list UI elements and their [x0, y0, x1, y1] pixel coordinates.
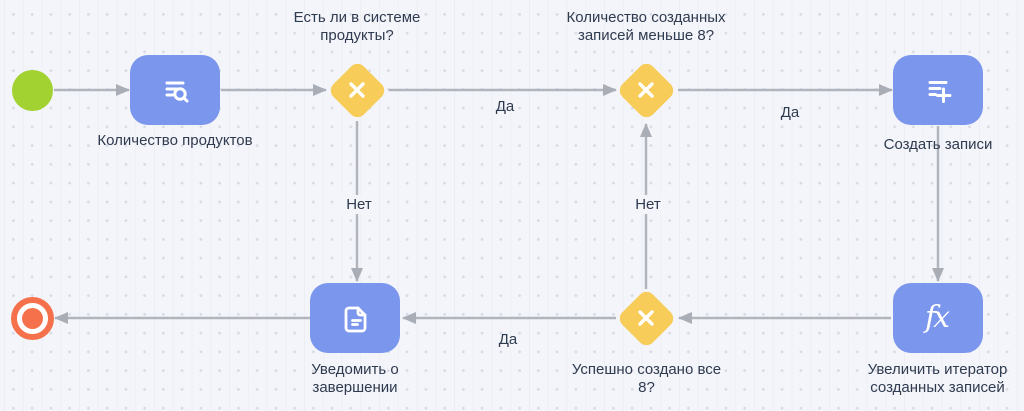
node-label-count-products: Количество продуктов	[97, 132, 253, 149]
edge-label-yes-1: Да	[495, 98, 515, 115]
task-node-notify-finish[interactable]	[310, 283, 400, 353]
edge-label-no-2: Нет	[630, 195, 666, 214]
end-event-core	[21, 307, 43, 329]
x-icon	[638, 82, 654, 98]
x-icon	[349, 82, 365, 98]
start-event-node[interactable]	[11, 69, 53, 111]
gateway-all-created[interactable]	[615, 287, 677, 349]
node-label-increment-iterator: Увеличить итератор созданных записей	[867, 361, 1008, 396]
list-add-icon	[928, 81, 952, 103]
document-icon	[344, 306, 367, 333]
node-label-gateway-records-less-8: Количество созданных записей меньше 8?	[566, 9, 726, 44]
edge-label-no-1: Нет	[341, 195, 377, 214]
task-node-create-records[interactable]	[893, 55, 983, 125]
list-search-icon	[165, 81, 189, 103]
node-label-gateway-all-created: Успешно создано все 8?	[571, 361, 722, 396]
task-node-increment-iterator[interactable]: fx	[892, 283, 983, 353]
node-label-create-records: Создать записи	[883, 136, 993, 153]
gateway-products-exist[interactable]	[326, 59, 388, 121]
x-icon	[638, 310, 654, 326]
node-label-notify-finish: Уведомить о завершении	[311, 361, 399, 396]
edge-label-yes-2: Да	[780, 104, 800, 121]
gateway-records-less-8[interactable]	[615, 59, 677, 121]
fx-icon: fx	[924, 300, 950, 335]
edge-label-yes-3: Да	[498, 331, 518, 348]
node-label-gateway-products-exist: Есть ли в системе продукты?	[293, 9, 421, 44]
task-node-count-products[interactable]	[130, 55, 220, 125]
end-event-node[interactable]	[10, 296, 54, 340]
